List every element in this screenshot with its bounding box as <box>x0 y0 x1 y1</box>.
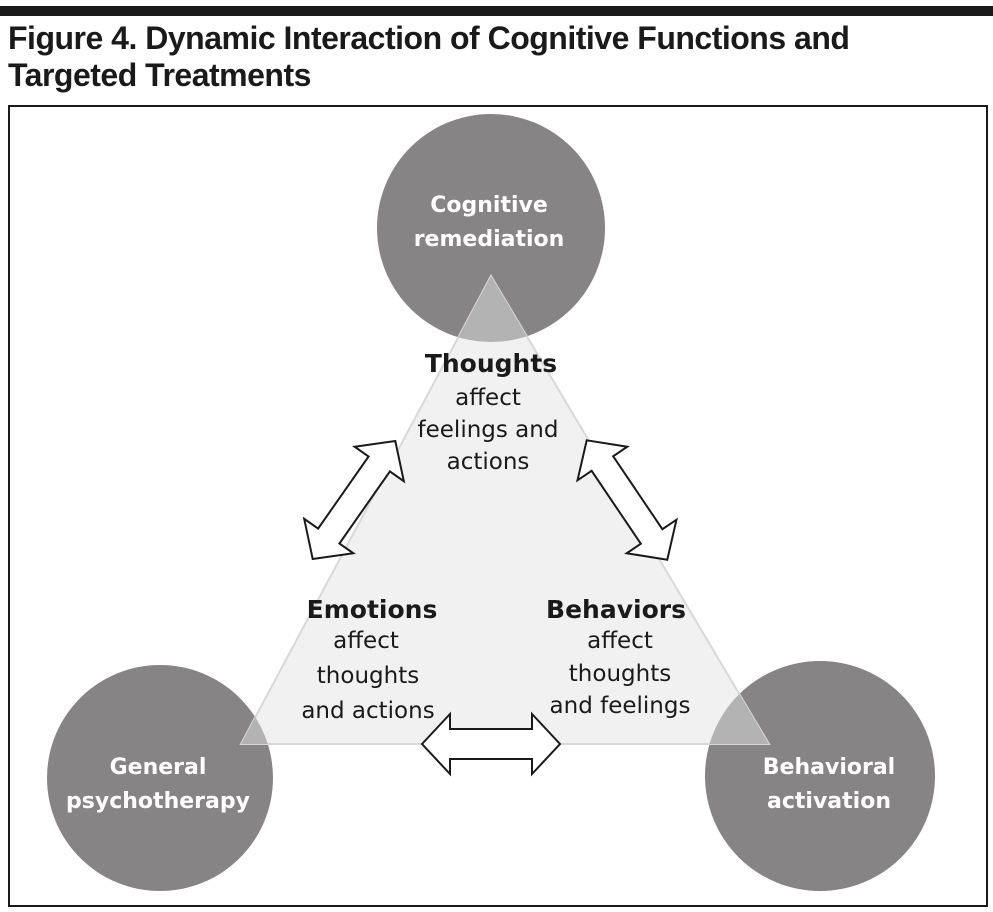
label-cognitive-line1: Cognitive <box>430 193 548 218</box>
label-general-line1: General <box>110 755 207 780</box>
emotions-title: Emotions <box>307 595 438 624</box>
behaviors-desc-line3: and feelings <box>550 693 691 719</box>
circle-general-psychotherapy <box>47 665 273 891</box>
behaviors-desc-line2: thoughts <box>569 661 671 687</box>
label-general-line2: psychotherapy <box>66 789 250 814</box>
top-rule <box>0 6 993 16</box>
figure-title: Figure 4. Dynamic Interaction of Cogniti… <box>8 20 978 94</box>
arrow-emotions-behaviors-icon <box>420 711 562 777</box>
arrow-thoughts-behaviors-icon <box>575 439 679 561</box>
circle-behavioral-activation <box>705 661 935 891</box>
arrow-thoughts-emotions-icon <box>302 439 406 561</box>
figure-title-line2: Targeted Treatments <box>8 57 311 93</box>
emotions-desc-line3: and actions <box>301 698 434 724</box>
thoughts-desc-line2: feelings and <box>418 417 559 443</box>
label-cognitive-line2: remediation <box>414 227 565 252</box>
thoughts-title: Thoughts <box>425 349 557 378</box>
label-behavioral-line2: activation <box>767 789 891 814</box>
thoughts-desc-line3: actions <box>447 449 530 475</box>
figure-title-line1: Figure 4. Dynamic Interaction of Cogniti… <box>8 20 850 56</box>
circle-cognitive-remediation <box>377 114 605 342</box>
behaviors-title: Behaviors <box>546 595 686 624</box>
label-behavioral-line1: Behavioral <box>763 755 895 780</box>
behaviors-desc-line1: affect <box>587 628 653 654</box>
emotions-desc-line1: affect <box>333 628 399 654</box>
thoughts-desc-line1: affect <box>455 385 521 411</box>
figure-frame <box>8 105 988 907</box>
emotions-desc-line2: thoughts <box>317 663 419 689</box>
